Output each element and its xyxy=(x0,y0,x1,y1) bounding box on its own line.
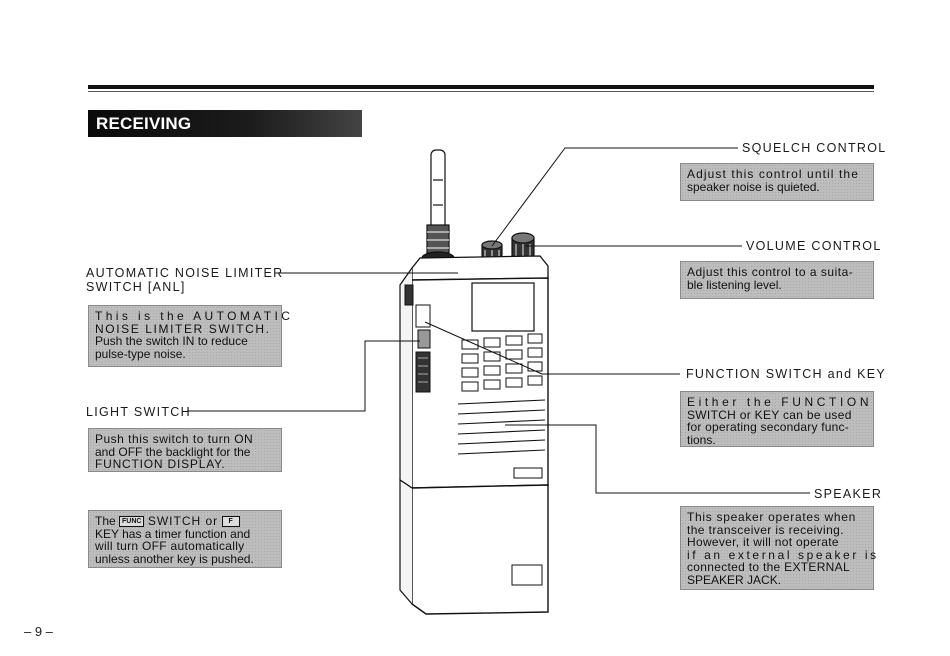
light-switch-label: LIGHT SWITCH xyxy=(86,405,191,419)
speaker-desc-line: the transceiver is receiving. xyxy=(687,522,844,537)
squelch-desc-line: Adjust this control until the xyxy=(687,167,859,181)
function-desc-line: for operating secondary func- xyxy=(687,420,849,434)
timer-text-switch-or: SWITCH or xyxy=(147,514,219,528)
volume-desc-line: Adjust this control to a suita- xyxy=(687,265,854,279)
volume-control-label: VOLUME CONTROL xyxy=(746,239,882,253)
function-desc-line: SWITCH or KEY can be used xyxy=(687,407,852,422)
function-switch-key-description: Either the FUNCTION SWITCH or KEY can be… xyxy=(680,391,874,447)
light-switch-description: Push this switch to turn ON and OFF the … xyxy=(88,428,282,472)
anl-desc-line: pulse-type noise. xyxy=(95,346,186,361)
squelch-control-description: Adjust this control until the speaker no… xyxy=(680,163,874,201)
speaker-desc-line: if an external speaker is xyxy=(687,547,879,562)
antenna xyxy=(421,149,455,265)
squelch-desc-line: speaker noise is quieted. xyxy=(687,179,820,194)
function-desc-line: Either the FUNCTION xyxy=(687,395,873,409)
f-key-icon: F xyxy=(221,516,240,528)
anl-desc-line: This is the AUTOMATIC xyxy=(95,309,294,323)
timer-first-line: The FUNC SWITCH or F xyxy=(95,515,275,528)
timer-desc-line: will turn OFF automatically xyxy=(95,539,245,553)
speaker-grille xyxy=(457,399,546,455)
function-switch-key-label: FUNCTION SWITCH and KEY xyxy=(686,367,887,381)
timer-function-note: The FUNC SWITCH or F KEY has a timer fun… xyxy=(88,510,282,568)
speaker-desc-line: However, it will not operate xyxy=(687,535,839,549)
speaker-label: SPEAKER xyxy=(814,487,883,501)
anl-desc-line: NOISE LIMITER SWITCH. xyxy=(95,321,271,336)
timer-desc-line: unless another key is pushed. xyxy=(95,551,254,566)
anl-desc-line: Push the switch IN to reduce xyxy=(95,334,248,348)
light-desc-line: FUNCTION DISPLAY. xyxy=(95,457,226,471)
light-desc-line: Push this switch to turn ON xyxy=(95,432,254,446)
page-number: – 9 – xyxy=(24,624,53,639)
anl-switch-description: This is the AUTOMATIC NOISE LIMITER SWIT… xyxy=(88,305,294,367)
header-rule-thick xyxy=(88,85,874,89)
speaker-desc-line: SPEAKER JACK. xyxy=(687,572,782,587)
anl-switch-label-line2: SWITCH [ANL] xyxy=(86,280,186,294)
light-desc-line: and OFF the backlight for the xyxy=(95,444,251,459)
squelch-control-label: SQUELCH CONTROL xyxy=(742,141,887,155)
speaker-description: This speaker operates when the transceiv… xyxy=(680,506,879,590)
header-rule-thin xyxy=(88,91,874,92)
keypad xyxy=(461,333,543,392)
anl-switch-label-line1: AUTOMATIC NOISE LIMITER xyxy=(86,266,284,280)
function-desc-line: tions. xyxy=(687,432,716,447)
timer-text-the: The xyxy=(95,514,116,528)
func-key-icon: FUNC xyxy=(119,516,145,528)
volume-control-description: Adjust this control to a suita- ble list… xyxy=(680,261,874,299)
speaker-desc-line: connected to the EXTERNAL xyxy=(687,560,850,574)
timer-desc-line: KEY has a timer function and xyxy=(95,526,251,541)
speaker-desc-line: This speaker operates when xyxy=(687,510,856,524)
leader-lines xyxy=(187,147,810,494)
section-title: RECEIVING xyxy=(88,110,362,137)
volume-desc-line: ble listening level. xyxy=(687,277,782,292)
